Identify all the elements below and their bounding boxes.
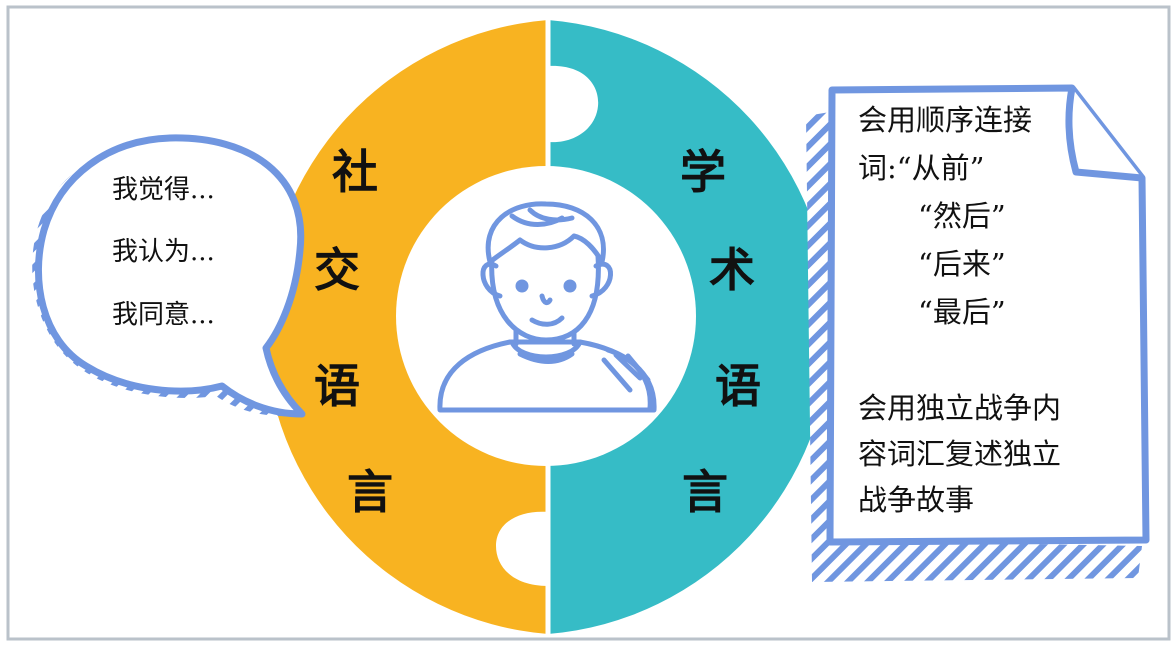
- note-line-3: “然后”: [918, 199, 1006, 233]
- note-line-8: 战争故事: [858, 483, 974, 517]
- note-line-6: 会用独立战争内: [858, 391, 1061, 425]
- academic-char-2: 术: [709, 243, 755, 297]
- note-paper-folded-corner: [1065, 87, 1143, 182]
- social-char-2: 交: [314, 243, 360, 297]
- note-line-1: 会用顺序连接: [858, 103, 1032, 137]
- academic-char-3: 语: [715, 359, 761, 413]
- bubble-line-2: 我认为...: [112, 237, 215, 267]
- note-paper: 会用顺序连接 词:“从前” “然后” “后来” “最后” 会用独立战争内 容词汇…: [806, 84, 1150, 582]
- social-char-1: 社: [332, 145, 378, 199]
- academic-char-1: 学: [680, 145, 726, 199]
- academic-char-4: 言: [682, 465, 728, 519]
- bubble-line-3: 我同意...: [112, 300, 215, 330]
- outer-frame: [6, 5, 1171, 641]
- note-line-5: “最后”: [918, 295, 1006, 329]
- speech-bubble: 我觉得... 我认为... 我同意...: [32, 134, 306, 418]
- social-char-3: 语: [314, 359, 360, 413]
- speech-bubble-outline: [35, 134, 306, 418]
- note-line-7: 容词汇复述独立: [858, 437, 1061, 471]
- student-face-icon: [437, 201, 657, 413]
- note-paper-outline: [826, 84, 1150, 546]
- note-line-2: 词:“从前”: [858, 151, 984, 185]
- social-char-4: 言: [347, 465, 393, 519]
- bubble-line-1: 我觉得...: [112, 175, 215, 205]
- note-line-4: “后来”: [918, 247, 1006, 281]
